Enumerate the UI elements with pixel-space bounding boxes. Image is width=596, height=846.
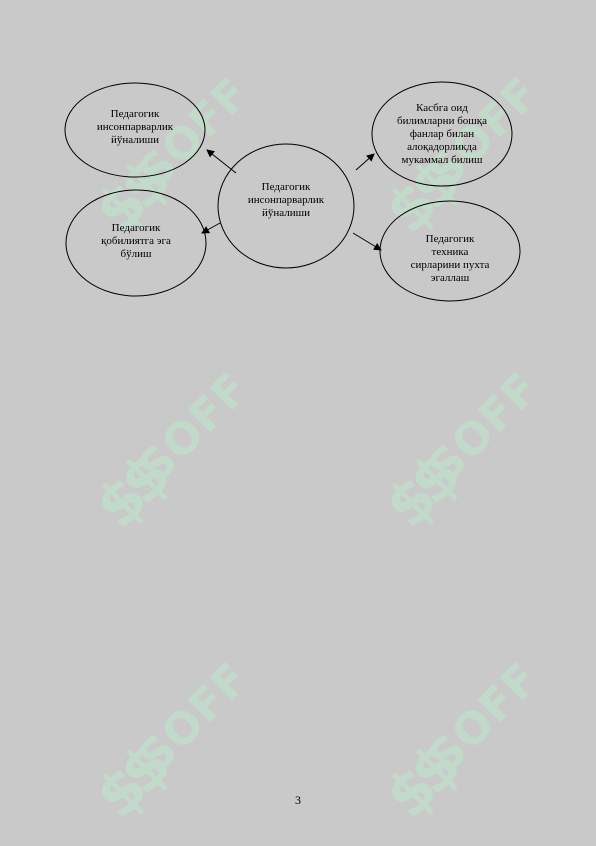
node-top-right-ellipse	[371, 81, 513, 187]
arrow-to-top-right	[355, 153, 375, 171]
node-top-left-ellipse	[64, 82, 206, 178]
node-center-label: Педагогик инсонпарварлик йўналиши	[247, 181, 325, 219]
page-number: 3	[295, 793, 301, 807]
arrow-to-top-left	[206, 149, 237, 174]
node-top-left-label: Педагогик инсонпарварлик йўналиши	[96, 108, 174, 146]
node-bottom-right-label: Педагогик техника сирларини пухта эгалла…	[410, 233, 490, 284]
node-center-ellipse	[217, 143, 355, 269]
arrow-to-bottom-left	[201, 222, 221, 234]
node-bottom-left-ellipse	[65, 189, 207, 297]
node-bottom-left-label: Педагогик қобилиятга эга бўлиш	[101, 222, 171, 260]
node-bottom-right-ellipse	[379, 200, 521, 302]
arrow-to-bottom-right	[352, 232, 382, 251]
node-top-right-label: Касбга оид билимларни бошқа фанлар билан…	[396, 102, 487, 166]
